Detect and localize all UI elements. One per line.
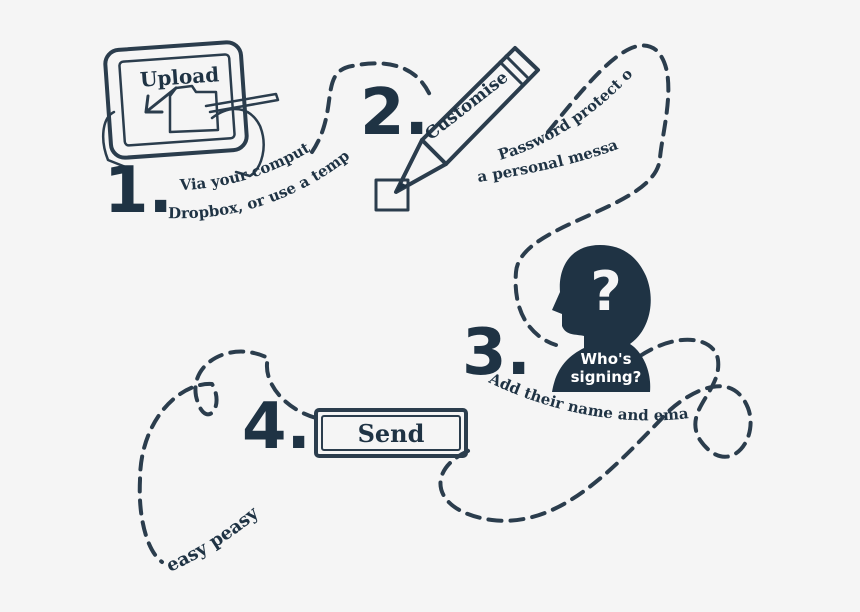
send-button-label: Send [358, 419, 425, 448]
send-button[interactable]: Send [314, 408, 468, 458]
svg-text:a personal message: a personal message [0, 0, 621, 186]
question-mark-icon: ? [590, 260, 621, 323]
step-4-caption: easy peasy [163, 502, 263, 576]
tablet-icon [101, 40, 280, 178]
svg-text:Dropbox, or use a template: Dropbox, or use a template [0, 0, 353, 222]
step-2-title: Customise [422, 67, 513, 144]
step-3-badge-line2: signing? [571, 368, 642, 386]
step-4-number: 4. [242, 390, 311, 464]
step-1-number: 1. [104, 154, 173, 228]
svg-text:easy peasy: easy peasy [163, 502, 263, 576]
step-3-badge-line1: Who's [580, 350, 631, 368]
step-1-title: Upload [139, 62, 220, 91]
pencil-icon [374, 46, 540, 212]
step-3-number: 3. [462, 316, 531, 390]
step-1-caption-line2: Dropbox, or use a template [0, 0, 353, 222]
person-silhouette-icon [552, 245, 651, 392]
dashed-connector-path [137, 43, 753, 564]
step-2-caption-line2: a personal message [0, 0, 621, 186]
step-2-number: 2. [360, 76, 429, 150]
